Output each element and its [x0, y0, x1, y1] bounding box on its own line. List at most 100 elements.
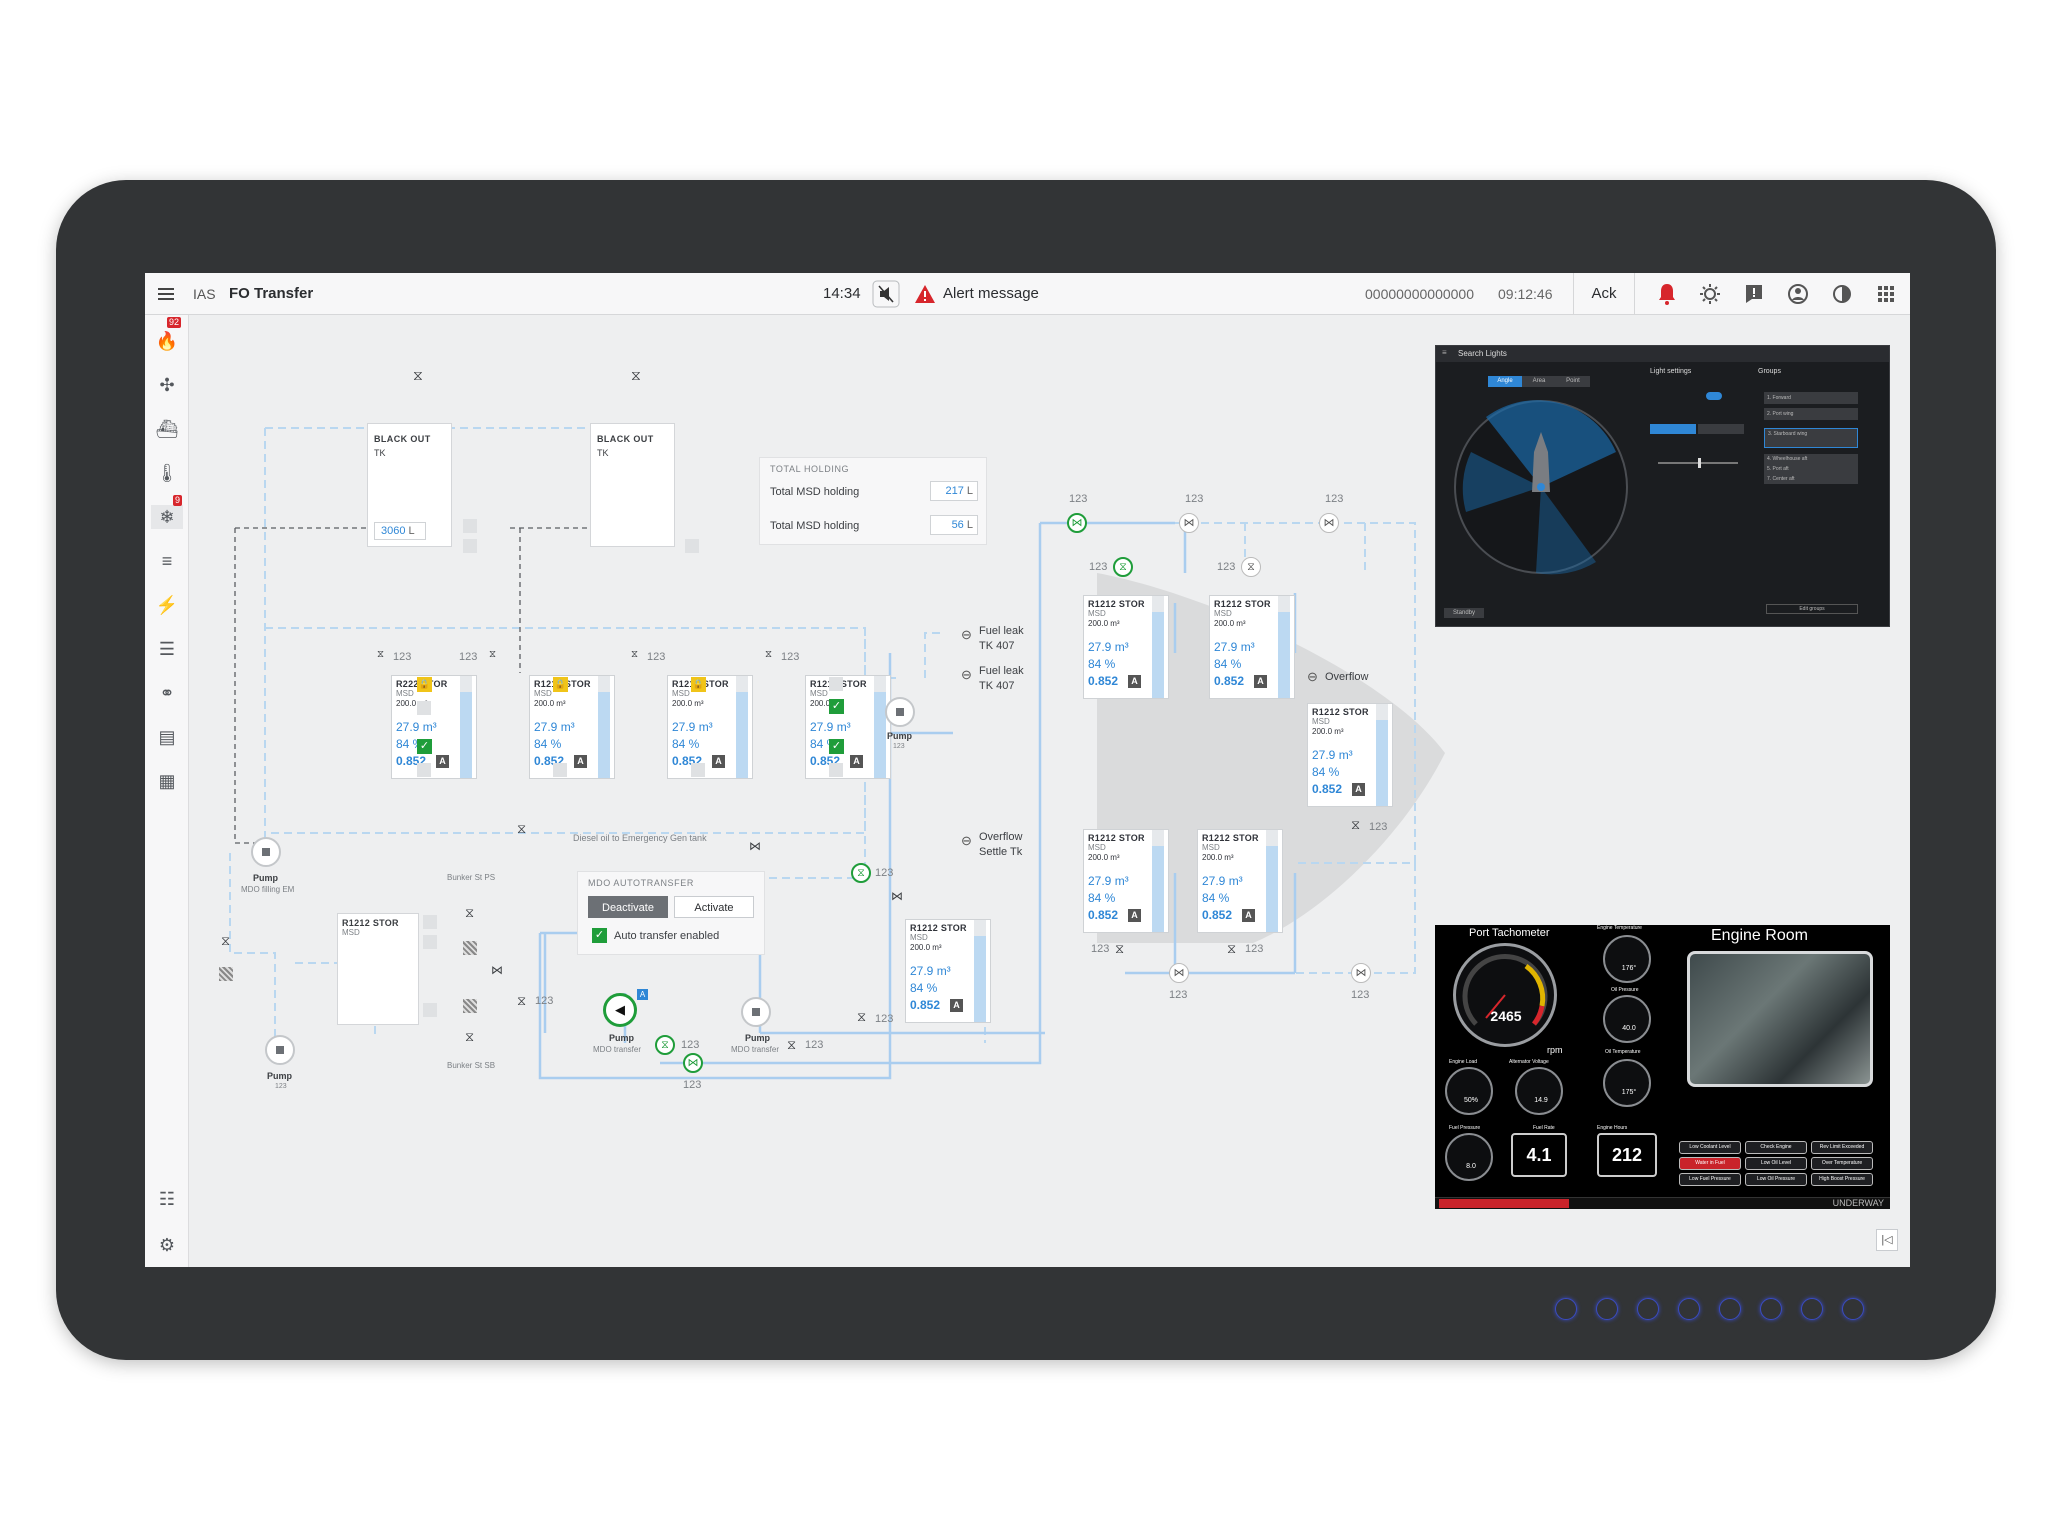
hardware-key-icon[interactable]	[1842, 1298, 1864, 1320]
hardware-key-icon[interactable]	[1596, 1298, 1618, 1320]
check-icon[interactable]: ✓	[829, 699, 844, 714]
hardware-key-icon[interactable]	[1719, 1298, 1741, 1320]
open-valve-icon[interactable]: ⋈	[1067, 513, 1087, 533]
settings-gear-icon[interactable]: ⚙	[158, 1235, 176, 1255]
ack-button[interactable]: Ack	[1573, 273, 1635, 315]
menu-icon[interactable]	[157, 273, 177, 315]
edit-groups-button[interactable]: Edit groups	[1766, 604, 1858, 614]
valve-icon[interactable]: ⧖	[377, 649, 385, 660]
search-light-compass[interactable]	[1446, 392, 1636, 582]
closed-valve-icon[interactable]: ⧖	[1241, 557, 1261, 577]
light-mode-focused[interactable]	[1698, 424, 1744, 434]
list-icon[interactable]: ☰	[158, 639, 176, 659]
valve-icon[interactable]: ⧖	[489, 649, 497, 660]
valve-icon[interactable]: ⧖	[517, 993, 527, 1008]
auto-transfer-checkbox[interactable]: ✓	[592, 928, 607, 943]
apps-grid-icon[interactable]	[1873, 273, 1899, 315]
layers-icon[interactable]: ≡	[161, 551, 173, 571]
engine-warning-button[interactable]: High Boost Pressure	[1811, 1173, 1873, 1186]
hardware-key-icon[interactable]	[1555, 1298, 1577, 1320]
valve-icon[interactable]: ⧖	[465, 905, 475, 920]
valve-icon[interactable]: ⧖	[1115, 941, 1125, 956]
light-strength-handle[interactable]	[1698, 458, 1701, 468]
engine-warning-button[interactable]: Low Oil Pressure	[1745, 1173, 1807, 1186]
valve-icon[interactable]: ⧖	[413, 367, 423, 383]
user-icon[interactable]	[1785, 273, 1811, 315]
closed-valve-icon[interactable]: ⋈	[1169, 963, 1189, 983]
closed-valve-icon[interactable]: ⋈	[1179, 513, 1199, 533]
pump-icon[interactable]	[251, 837, 281, 867]
open-valve-icon[interactable]: ⧖	[1113, 557, 1133, 577]
engine-warning-button[interactable]: Check Engine	[1745, 1141, 1807, 1154]
engine-warning-button[interactable]: Water in Fuel	[1679, 1157, 1741, 1170]
group-item-multi[interactable]: 4. Wheelhouse aft 5. Port aft 7. Center …	[1764, 454, 1858, 484]
search-lights-panel[interactable]: ≡ Search Lights Angle Area Point Standby…	[1435, 345, 1890, 627]
light-toggle[interactable]	[1706, 392, 1722, 400]
engine-warning-button[interactable]: Rev Limit Exceeded	[1811, 1141, 1873, 1154]
fire-icon[interactable]: 🔥	[155, 331, 179, 351]
pump-icon[interactable]	[885, 697, 915, 727]
valve-icon[interactable]: ⧖	[465, 1029, 475, 1044]
search-lights-tab-point[interactable]: Point	[1556, 376, 1590, 387]
day-night-icon[interactable]	[1829, 273, 1855, 315]
check-icon[interactable]: ✓	[417, 739, 432, 754]
engine-room-camera[interactable]	[1687, 951, 1873, 1087]
pump-icon[interactable]	[265, 1035, 295, 1065]
engine-warning-button[interactable]: Low Oil Level	[1745, 1157, 1807, 1170]
gate-valve-icon[interactable]: ⋈	[491, 963, 503, 977]
fan-icon[interactable]: ✣	[159, 375, 175, 395]
check-icon[interactable]: ✓	[829, 739, 844, 754]
thermometer-icon[interactable]: 🌡	[155, 463, 179, 483]
power-icon[interactable]: ⚡	[155, 595, 179, 615]
brightness-icon[interactable]	[1697, 273, 1723, 315]
open-valve-icon[interactable]: ⧖	[851, 863, 871, 883]
open-valve-icon[interactable]: ⧖	[655, 1035, 675, 1055]
collapse-panel-button[interactable]: |◁	[1876, 1229, 1898, 1251]
open-valve-icon[interactable]: ⋈	[683, 1053, 703, 1073]
small-storage-tank[interactable]: R1212 STOR MSD	[337, 913, 419, 1025]
valve-icon[interactable]: ⧖	[221, 933, 231, 948]
gate-valve-icon[interactable]: ⋈	[891, 889, 903, 903]
engine-warning-button[interactable]: Low Fuel Pressure	[1679, 1173, 1741, 1186]
hardware-key-icon[interactable]	[1637, 1298, 1659, 1320]
valve-icon[interactable]: ⧖	[517, 821, 527, 836]
hardware-key-icon[interactable]	[1801, 1298, 1823, 1320]
alarm-bell-icon[interactable]	[1653, 273, 1681, 315]
hardware-key-icon[interactable]	[1760, 1298, 1782, 1320]
alert-message[interactable]: Alert message	[943, 285, 1039, 302]
engine-warning-button[interactable]: Low Coolant Level	[1679, 1141, 1741, 1154]
dashboard-icon[interactable]: ▦	[158, 771, 176, 791]
search-lights-tab-angle[interactable]: Angle	[1488, 376, 1522, 387]
group-item[interactable]: 2. Port wing	[1764, 408, 1858, 420]
pump-running-icon[interactable]: ◀	[603, 993, 637, 1027]
mute-icon[interactable]	[871, 273, 901, 315]
blackout-tank-2[interactable]: BLACK OUT TK	[590, 423, 675, 547]
search-lights-tab-area[interactable]: Area	[1522, 376, 1556, 387]
pump-icon[interactable]	[741, 997, 771, 1027]
group-item-selected[interactable]: 3. Starboard wing	[1764, 428, 1858, 448]
gate-valve-icon[interactable]: ⋈	[749, 839, 761, 853]
deactivate-button[interactable]: Deactivate	[588, 896, 668, 918]
network-icon[interactable]: ⚭	[159, 683, 175, 703]
valve-icon[interactable]: ⧖	[1351, 817, 1361, 832]
valve-icon[interactable]: ⧖	[787, 1037, 797, 1052]
snowflake-icon[interactable]: ❄	[151, 505, 183, 529]
alert-history-icon[interactable]: ☷	[158, 1189, 176, 1209]
valve-icon[interactable]: ⧖	[631, 367, 641, 383]
standby-button[interactable]: Standby	[1444, 608, 1484, 618]
valve-icon[interactable]: ⧖	[631, 649, 639, 660]
engine-warning-button[interactable]: Over Temperature	[1811, 1157, 1873, 1170]
blackout-tank-1[interactable]: BLACK OUT TK 3060 L	[367, 423, 452, 547]
valve-icon[interactable]: ⧖	[765, 649, 773, 660]
group-item[interactable]: 1. Forward	[1764, 392, 1858, 404]
alert-list-icon[interactable]	[1741, 273, 1767, 315]
valve-icon[interactable]: ⧖	[1227, 941, 1237, 956]
